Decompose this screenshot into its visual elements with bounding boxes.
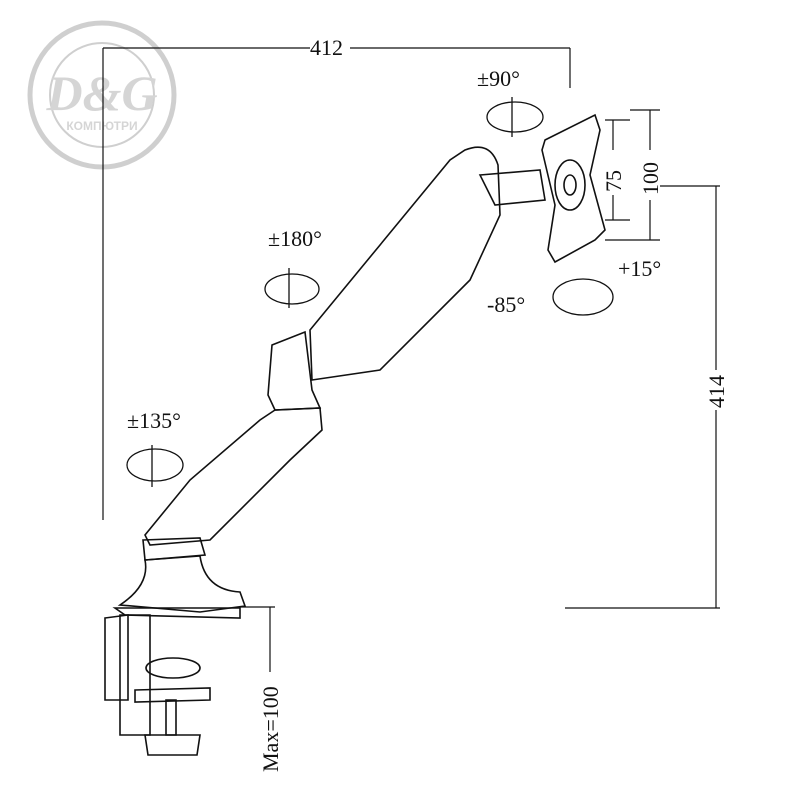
tilt-up-label: +15° [618,256,662,281]
tilt-down-label: -85° [487,292,526,317]
desk-clamp [104,607,241,756]
head-swivel-label: ±90° [477,66,520,91]
base-swivel-label: ±135° [127,408,181,433]
arm [117,146,546,613]
svg-text:КОМПЮТРИ: КОМПЮТРИ [66,119,137,133]
clamp-max-label: Max=100 [258,686,283,772]
arm-reach-label: 412 [310,35,343,60]
vesa-100-label: 100 [638,162,663,195]
dimension-lines [102,47,720,672]
vesa-75-label: 75 [601,170,626,192]
arm-swivel-label: ±180° [268,226,322,251]
vesa-plate [541,113,606,264]
svg-text:D&G: D&G [45,65,157,121]
rotation-arrows [126,97,614,487]
height-label: 414 [704,375,729,408]
logo-seal: D&G КОМПЮТРИ [27,20,177,170]
